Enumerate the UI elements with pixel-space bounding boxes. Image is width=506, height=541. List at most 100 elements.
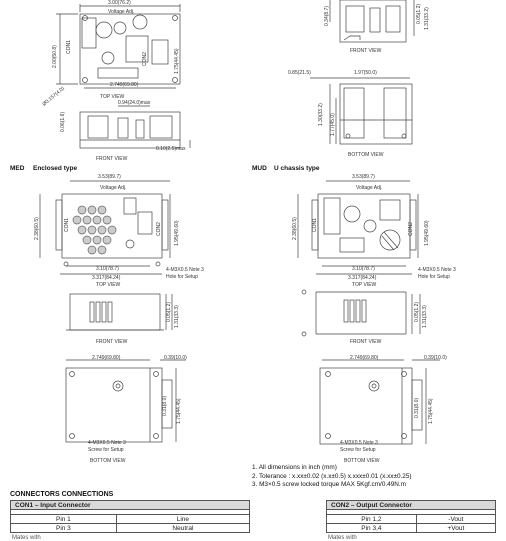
med-f-a: 0.05(1.2) xyxy=(166,302,172,322)
mud-type: U chassis type xyxy=(274,165,320,172)
mud-con2: CON2 xyxy=(408,222,414,236)
mud-v1: 2.38(60.5) xyxy=(292,217,298,240)
med-v2: 1.95(49.60) xyxy=(174,220,180,246)
med-con1: CON1 xyxy=(64,218,70,232)
pcb-outline xyxy=(79,13,181,85)
tr-a: 0.34(8.7) xyxy=(324,6,330,26)
table-row: Pin 1 Line xyxy=(10,514,251,524)
tl-width: 3.00(76.2) xyxy=(108,0,131,6)
med-b-r: 0.39(10.0) xyxy=(164,355,187,361)
med-bottom-view xyxy=(65,359,186,443)
con1-pin: Pin 3 xyxy=(10,523,117,533)
med-v1: 2.38(60.5) xyxy=(34,217,40,240)
mud-bottom-view xyxy=(319,359,440,445)
con1-header: CON1 – Input Connector xyxy=(10,500,250,510)
tl-voltage-adj: Voltage Adj. xyxy=(108,9,134,15)
med-b-b: 1.75(44.45) xyxy=(176,398,182,424)
con2-pin: Pin 1,2 xyxy=(326,514,417,524)
table-row: Pin 3,4 +Vout xyxy=(326,523,497,533)
con2-table: CON2 – Output Connector Pin 1,2 -Vout Pi… xyxy=(326,500,497,533)
mud-adj: Voltage Adj. xyxy=(356,185,382,191)
tr-c: 1.31(33.2) xyxy=(424,7,430,30)
mud-v2: 1.95(49.60) xyxy=(424,220,430,246)
med-code: MED xyxy=(10,165,25,172)
con2-func: +Vout xyxy=(415,523,497,533)
top-right-bottom-view xyxy=(310,77,413,145)
med-b-a: 0.31(8.0) xyxy=(162,396,168,416)
med-w: 3.53(89.7) xyxy=(98,174,121,180)
med-top-view xyxy=(39,180,171,275)
top-left-front-view xyxy=(79,105,191,149)
mates-with-left: Mates with xyxy=(12,535,41,541)
notes-block: 1. All dimensions in inch (mm) 2. Tolera… xyxy=(252,464,412,490)
mud-b-b: 1.75(44.45) xyxy=(428,398,434,424)
med-bottom-view: BOTTOM VIEW xyxy=(90,458,126,464)
con2-pin: Pin 3,4 xyxy=(326,523,417,533)
top-left-top-view xyxy=(56,4,181,89)
fl-view: FRONT VIEW xyxy=(96,156,128,162)
tr-view: FRONT VIEW xyxy=(350,48,382,54)
tl-v1: 2.00(50.8) xyxy=(52,45,58,68)
mud-b-note2: Screw for Setup xyxy=(340,447,376,453)
br-a: 0.85(21.5) xyxy=(288,70,311,76)
med-b1: 3.10(78.7) xyxy=(96,266,119,272)
mud-top-view xyxy=(297,180,419,275)
note-1: 1. All dimensions in inch (mm) xyxy=(252,464,337,471)
mud-top-view: TOP VIEW xyxy=(352,282,377,288)
table-row: Pin 1,2 -Vout xyxy=(326,514,497,524)
med-b-note: 4-M3X0.5 Note 3 xyxy=(88,440,126,446)
mud-note2: Hole for Setup xyxy=(418,274,450,280)
con1-table: CON1 – Input Connector Pin 1 Line Pin 3 … xyxy=(10,500,251,533)
tr-b: 0.05(1.2) xyxy=(416,4,422,24)
br-view: BOTTOM VIEW xyxy=(348,152,384,158)
con1-func: Line xyxy=(115,514,251,524)
med-b-note2: Screw for Setup xyxy=(88,447,124,453)
br-c: 1.30(33.2) xyxy=(318,103,324,126)
mud-w: 3.53(89.7) xyxy=(352,174,375,180)
mud-b-r: 0.39(10.0) xyxy=(424,355,447,361)
mud-f-a: 0.05(1.2) xyxy=(414,302,420,322)
tl-w2: 2.749(69.80) xyxy=(110,82,139,88)
med-note: 4-M3X0.5 Note 3 xyxy=(166,267,204,273)
med-type: Enclosed type xyxy=(33,165,77,172)
mud-front-view: FRONT VIEW xyxy=(350,339,382,345)
connectors-title: CONNECTORS CONNECTIONS xyxy=(10,491,114,498)
med-con2: CON2 xyxy=(156,222,162,236)
mud-b-a: 0.31(8.0) xyxy=(414,398,420,418)
con2-header: CON2 – Output Connector xyxy=(326,500,496,510)
med-note2: Hole for Setup xyxy=(166,274,198,280)
mud-f-b: 1.31(33.3) xyxy=(422,305,428,328)
med-front-view xyxy=(66,293,173,331)
med-adj: Voltage Adj. xyxy=(100,185,126,191)
con1-func: Neutral xyxy=(115,523,251,533)
tl-v2: 1.75(44.45) xyxy=(174,48,180,74)
top-right-front-view xyxy=(329,0,415,43)
tl-con1: CON1 xyxy=(66,40,72,54)
fl-foot: 0.10(2.5)max xyxy=(156,146,186,152)
note-2: 2. Tolerance : x.xx±0.02 (x.x±0.5) x.xxx… xyxy=(252,472,412,480)
mud-con1: CON1 xyxy=(312,218,318,232)
mud-b1: 3.10(78.7) xyxy=(352,266,375,272)
mates-with-right: Mates with xyxy=(328,535,357,541)
med-f-b: 1.31(33.3) xyxy=(174,305,180,328)
note-3: 3. M3×0.5 screw locked torque MAX 5Kgf.c… xyxy=(252,481,406,489)
tl-top-view: TOP VIEW xyxy=(100,94,125,100)
med-front-view: FRONT VIEW xyxy=(96,339,128,345)
mud-bottom-view: BOTTOM VIEW xyxy=(344,458,380,464)
med-b-w: 2.749(69.80) xyxy=(92,355,121,361)
br-b: 1.97(50.0) xyxy=(354,70,377,76)
mud-code: MUD xyxy=(252,165,267,172)
fl-side: 0.06(1.6) xyxy=(60,112,66,132)
tl-hole: Ø0.157(4.0) xyxy=(41,86,66,108)
mud-note: 4-M3X0.5 Note 3 xyxy=(418,267,456,273)
med-top-view: TOP VIEW xyxy=(96,282,121,288)
tl-con2: CON2 xyxy=(142,52,148,66)
mud-front-view xyxy=(301,289,421,337)
table-row: Pin 3 Neutral xyxy=(10,523,251,533)
con1-pin: Pin 1 xyxy=(10,514,117,524)
br-d: 1.77(45.0) xyxy=(330,113,336,136)
fl-height: 0.94(24.0)max xyxy=(118,100,151,106)
mud-b-note: 4-M3X0.5 Note 3 xyxy=(340,440,378,446)
con2-func: -Vout xyxy=(415,514,497,524)
